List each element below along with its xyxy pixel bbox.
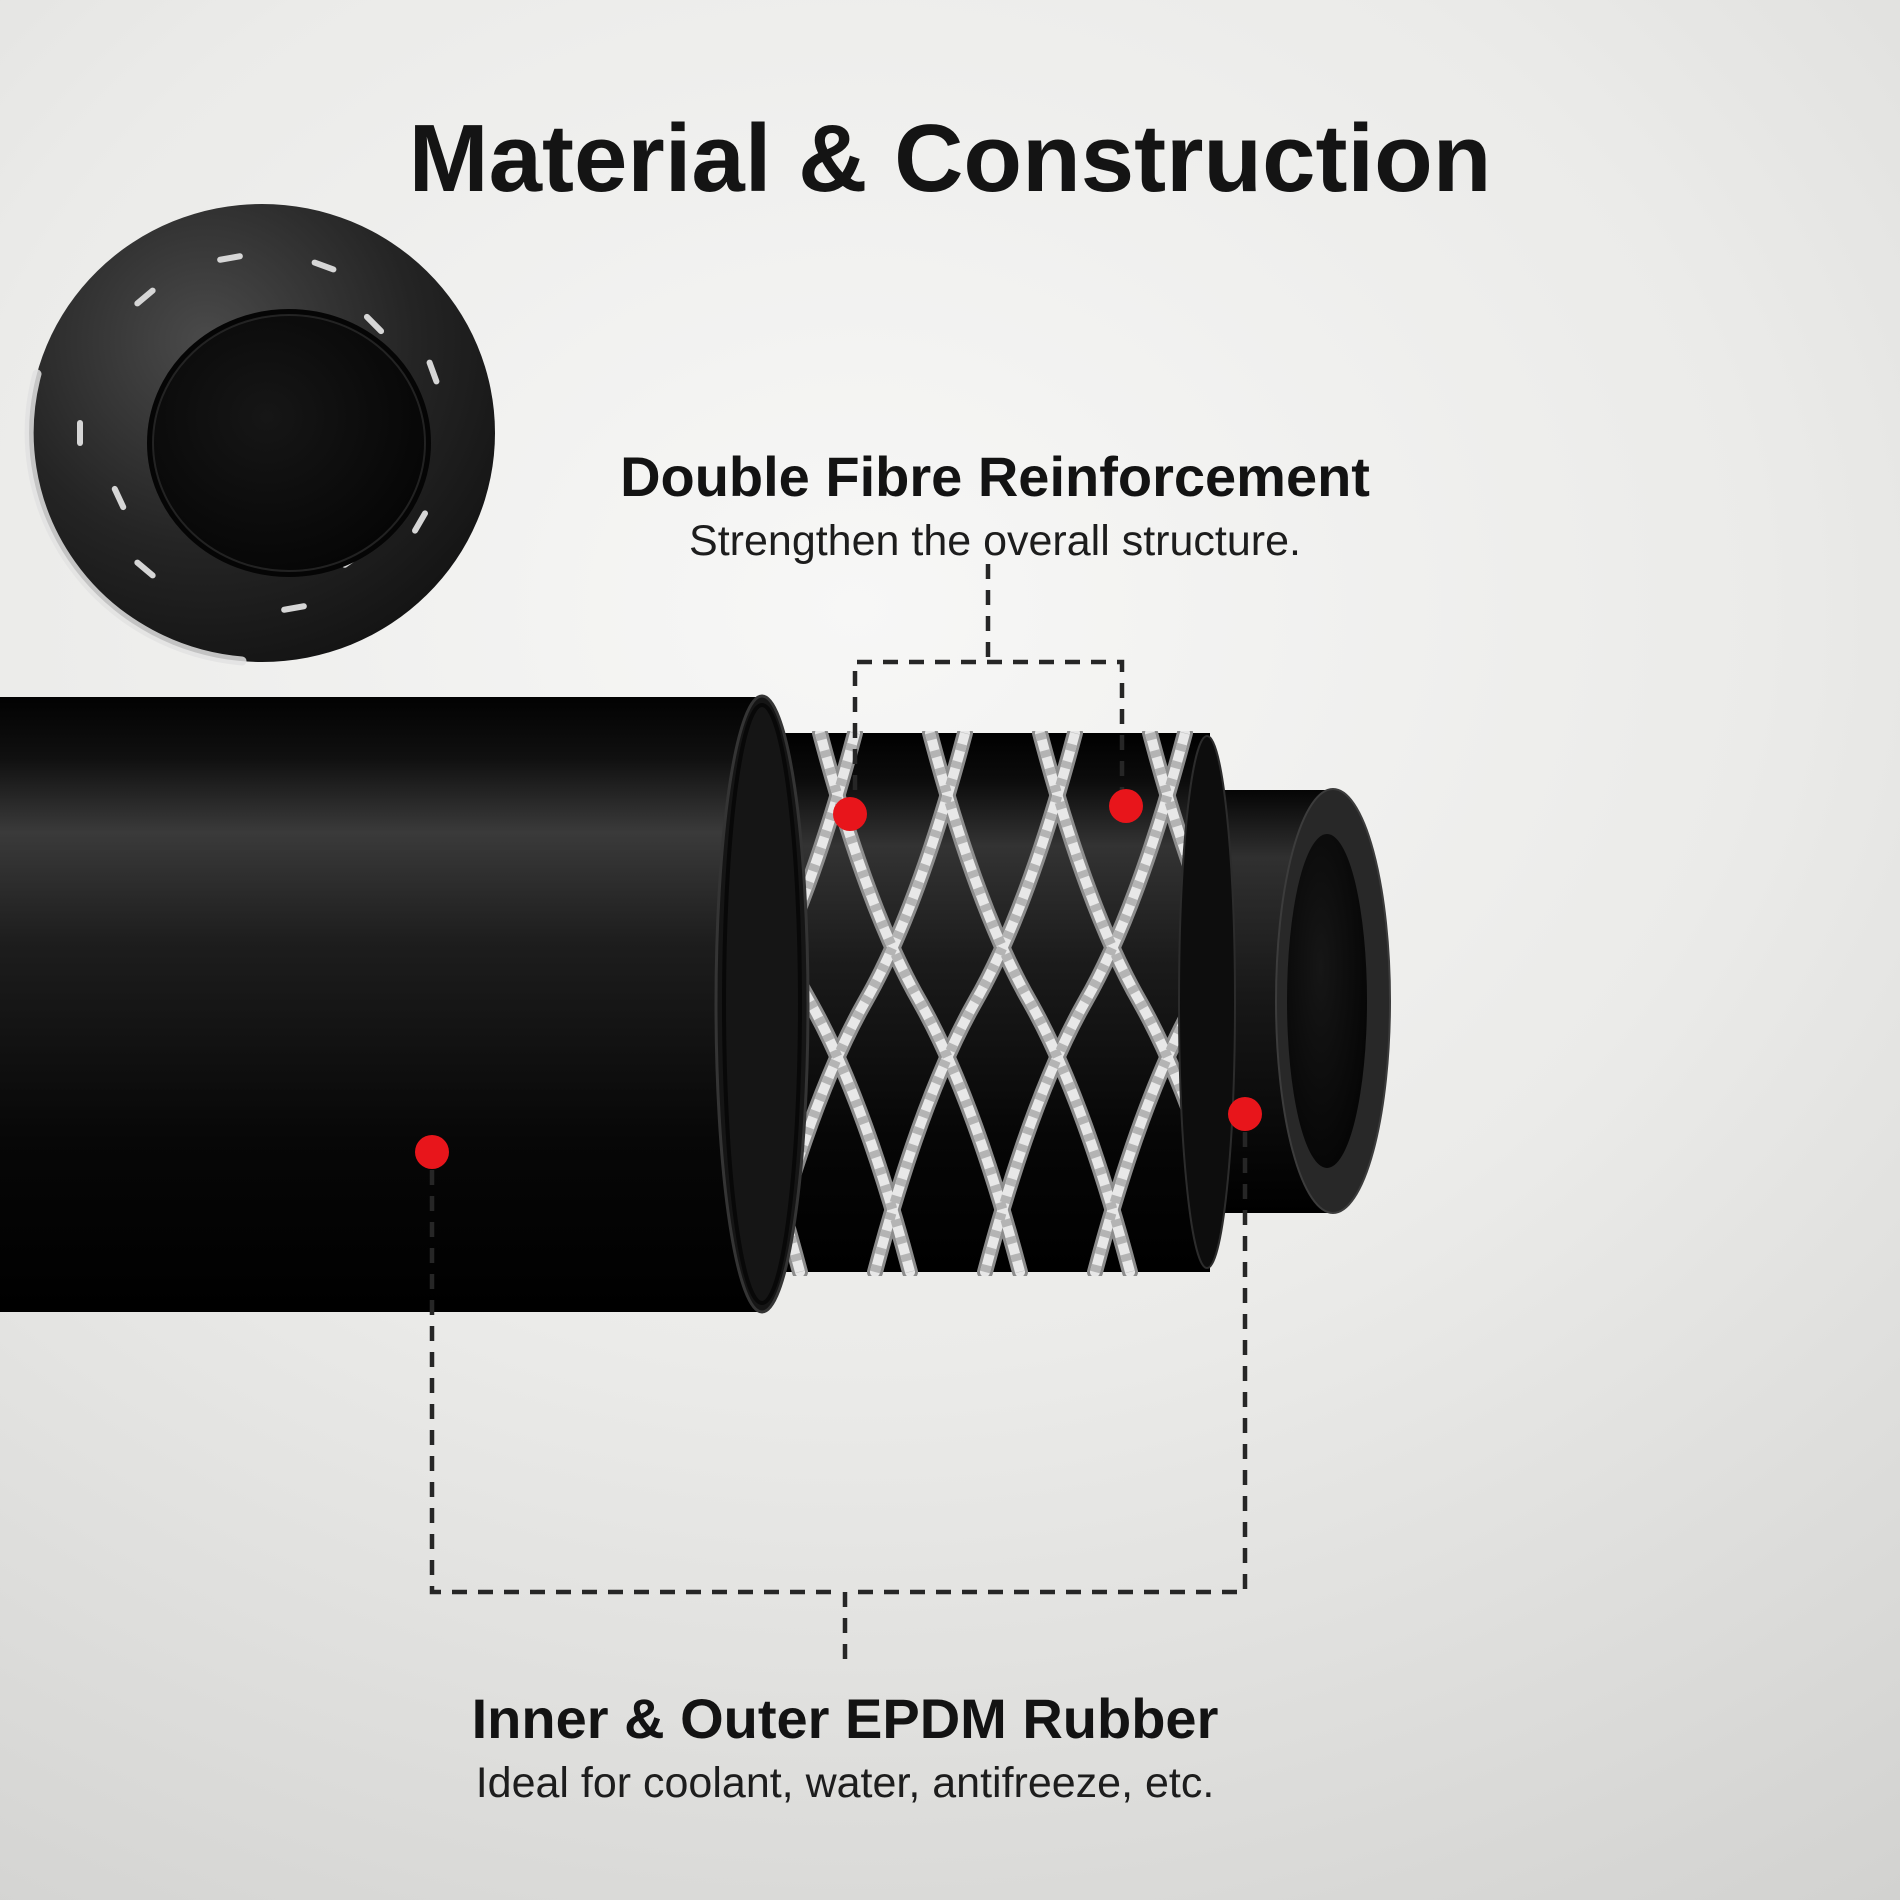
rubber-leader-left (429, 1170, 841, 1595)
callout-epdm-rubber: Inner & Outer EPDM Rubber Ideal for cool… (445, 1687, 1245, 1808)
braid-end-edge (1178, 735, 1236, 1269)
marker-dot-fibre-right (1109, 789, 1143, 823)
hose-outer-jacket (0, 694, 810, 1314)
marker-dot-fibre-left (833, 797, 867, 831)
marker-dot-rubber-inner (1228, 1097, 1262, 1131)
fibre-leader-bracket (852, 659, 1125, 816)
hose-cross-section-image (24, 204, 495, 666)
outer-jacket-cut-edge (714, 694, 810, 1314)
callout-fibre-heading: Double Fibre Reinforcement (620, 445, 1370, 508)
marker-dot-rubber-outer (415, 1135, 449, 1169)
leader-lines (429, 564, 1248, 1660)
callout-rubber-subheading: Ideal for coolant, water, antifreeze, et… (475, 1758, 1215, 1807)
callout-fibre-reinforcement: Double Fibre Reinforcement Strengthen th… (595, 445, 1395, 566)
marker-dots (415, 789, 1262, 1169)
page-title: Material & Construction (408, 105, 1492, 212)
callout-rubber-heading: Inner & Outer EPDM Rubber (471, 1687, 1219, 1750)
callout-fibre-subheading: Strengthen the overall structure. (689, 516, 1301, 565)
inner-tube-bore (1287, 834, 1367, 1168)
cross-section-bore (147, 309, 431, 577)
cross-section-rim-highlight (24, 369, 247, 666)
fibre-cross-section-dashes (77, 253, 440, 613)
